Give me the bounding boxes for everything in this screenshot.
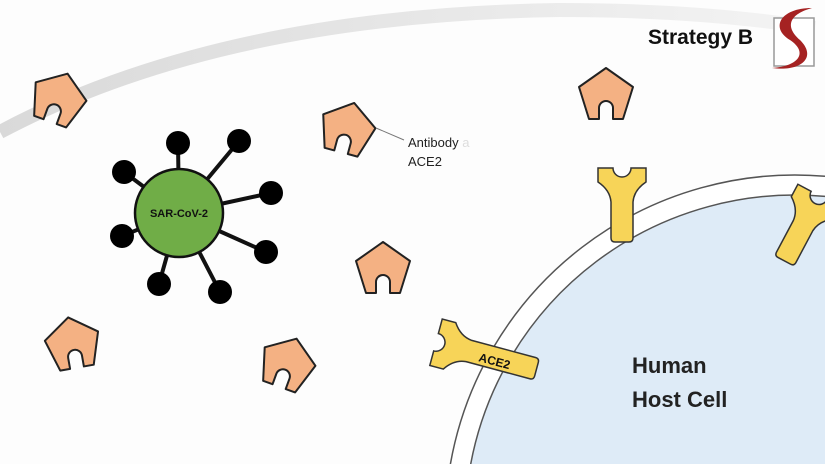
- annotation-line2: ACE2: [408, 154, 442, 169]
- host-cell: Human Host Cell: [449, 174, 825, 464]
- spike-protein-icon: [227, 129, 251, 153]
- spike-protein-icon: [166, 131, 190, 155]
- antibody-icon: [322, 101, 377, 158]
- ace2-receptor-icon: [775, 183, 825, 266]
- cell-membrane-inner-line: [469, 194, 825, 464]
- background-arc: [0, 0, 825, 130]
- antibody-icon: [262, 337, 317, 394]
- spike-protein-icon: [254, 240, 278, 264]
- spike-protein-icon: [259, 181, 283, 205]
- background-arc-stroke: [0, 2, 817, 139]
- cell-membrane-outer-line: [449, 174, 825, 464]
- virus-body: [133, 167, 225, 259]
- spike-protein-icon: [208, 280, 232, 304]
- antibody-icon: [33, 72, 88, 129]
- sars-cov-2-virus: SAR-CoV-2: [110, 129, 283, 304]
- antibody-icon: [578, 67, 634, 120]
- ace2-receptor-labeled: [428, 318, 540, 380]
- cell-label-line2: Host Cell: [632, 387, 727, 412]
- cell-label-line1: Human: [632, 353, 707, 378]
- spike-protein-icon: [147, 272, 171, 296]
- annotation-leader-line: [375, 127, 405, 141]
- spike-protein-icon: [110, 224, 134, 248]
- antibody-icon: [43, 316, 100, 372]
- logo-icon: [772, 8, 815, 69]
- virus-label: SAR-CoV-2: [150, 208, 208, 220]
- cell-interior: [470, 195, 825, 464]
- antibody-icon: [355, 241, 411, 294]
- annotation-line1: Antibody a: [408, 135, 470, 150]
- ace2-receptor-icon: [428, 318, 540, 380]
- slide-title: Strategy B: [648, 26, 753, 49]
- ace2-receptor-icon: [597, 167, 647, 243]
- spike-protein-icon: [112, 160, 136, 184]
